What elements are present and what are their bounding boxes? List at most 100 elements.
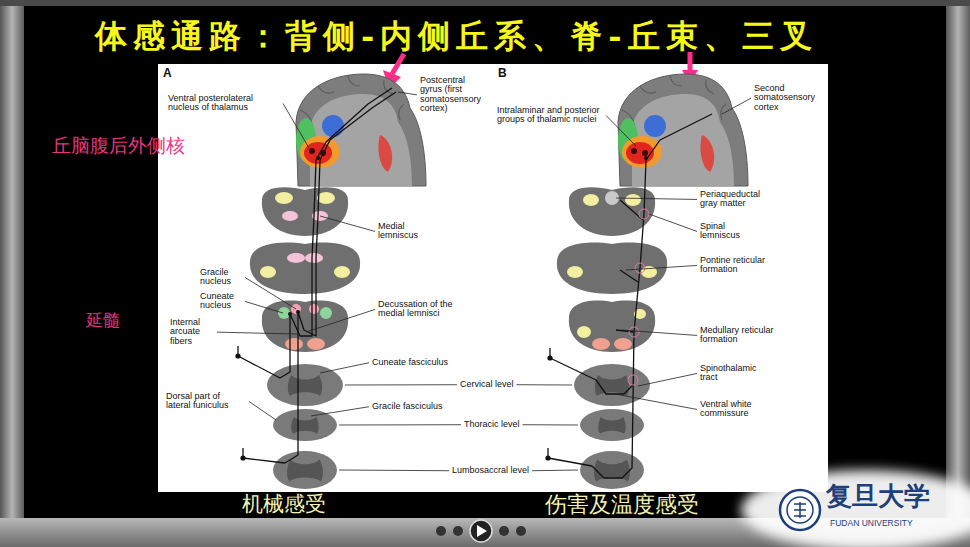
ganglion-cell	[547, 355, 552, 360]
collateral-fiber	[616, 200, 643, 332]
panel-caption: 伤害及温度感受	[545, 494, 699, 516]
structure-label: Postcentral gyrus (first somatosensory c…	[420, 76, 484, 114]
structure-label: Gracile fasciculus	[372, 402, 443, 411]
gray-matter	[287, 460, 323, 482]
leader-line	[217, 332, 297, 334]
pathway-fiber	[238, 88, 392, 378]
structure-label: Medial lemniscus	[378, 222, 430, 241]
tract-outline	[639, 209, 649, 219]
structure-label: Decussation of the medial lemnisci	[378, 300, 478, 319]
leader-line	[245, 277, 296, 309]
spinal-cord-section	[273, 451, 337, 489]
medial-lemniscus	[287, 253, 305, 263]
level-label: Thoracic level	[464, 420, 520, 429]
leader-line	[311, 407, 369, 416]
cuneate-nucleus	[278, 307, 290, 319]
leader-line	[616, 198, 697, 199]
leader-line	[345, 384, 457, 385]
leader-line	[626, 265, 697, 270]
leader-line	[622, 330, 697, 335]
leader-line	[638, 373, 697, 386]
player-button	[499, 526, 509, 536]
pons-section	[250, 243, 360, 294]
panel-letter: B	[498, 67, 507, 80]
leader-line	[615, 394, 697, 409]
university-name: FUDAN UNIVERSITY	[830, 519, 913, 528]
leader-line	[532, 470, 578, 472]
leader-line	[517, 384, 572, 385]
structure-label: Intralaminar and posterior groups of tha…	[497, 106, 603, 125]
structure-label: Periaqueductal gray matter	[700, 190, 780, 209]
panel-caption: 机械感受	[242, 494, 326, 515]
structure-label: Internal arcuate fibers	[170, 318, 214, 346]
nucleus	[275, 192, 293, 204]
pointer-arrow	[688, 52, 693, 73]
leader-line	[320, 216, 375, 231]
panel-letter: A	[163, 67, 172, 80]
midbrain-section	[262, 187, 348, 236]
university-emblem	[787, 497, 813, 523]
medial-lemniscus	[282, 211, 298, 221]
slide-title: 体感通路：背侧-内侧丘系、脊-丘束、三叉	[95, 20, 818, 54]
pathway-fiber	[548, 114, 712, 478]
nucleus	[577, 326, 591, 338]
leader-line	[398, 92, 417, 95]
tract-outline	[628, 375, 638, 385]
chinese-annotation: 丘脑腹后外侧核	[52, 136, 185, 156]
brain-section	[618, 74, 748, 186]
university-name: 复旦大学	[826, 482, 930, 511]
medulla-section	[569, 301, 655, 352]
relay-cell	[296, 310, 300, 314]
pointer-arrow	[392, 54, 404, 74]
root-fiber	[548, 348, 550, 458]
level-label: Cervical level	[460, 380, 514, 389]
relay-cell	[288, 312, 292, 316]
tract-outline	[635, 263, 645, 273]
structure-label: Cuneate fasciculus	[372, 358, 448, 367]
pathway-fiber	[550, 358, 634, 394]
ganglion-cell	[235, 353, 240, 358]
root-fiber	[238, 346, 243, 458]
nucleus	[583, 194, 599, 206]
leader-line	[283, 103, 309, 148]
frame-bar	[946, 0, 970, 547]
ganglion-cell	[545, 455, 550, 460]
structure-label: Spinothalamic tract	[700, 364, 770, 383]
structure-label: Gracile nucleus	[200, 268, 242, 287]
medulla-section	[262, 301, 348, 352]
structure-label: Cuneate nucleus	[200, 292, 242, 311]
logo-glow	[741, 470, 970, 547]
structure-label: Pontine reticular formation	[700, 256, 790, 275]
nucleus	[260, 266, 276, 278]
leader-line	[249, 401, 276, 420]
nucleus	[334, 266, 350, 278]
frame-bar	[0, 0, 24, 547]
structure-label: Ventral white commissure	[700, 400, 770, 419]
leader-line	[306, 309, 375, 332]
leader-line	[320, 363, 369, 373]
gracile-nucleus	[309, 304, 319, 314]
gray-matter	[598, 417, 625, 434]
relay-cell	[644, 156, 648, 160]
level-label: Lumbosaccral level	[452, 466, 529, 475]
cuneate-nucleus	[320, 307, 332, 319]
nucleus	[625, 194, 641, 206]
midbrain-section	[569, 187, 655, 236]
leader-line	[245, 301, 283, 313]
spinal-cord-section	[273, 409, 337, 441]
nucleus	[567, 266, 583, 278]
pyramid	[307, 338, 325, 350]
leader-line	[649, 214, 697, 231]
medial-lemniscus	[305, 253, 323, 263]
structure-label: Ventral posterolateral nucleus of thalam…	[168, 94, 280, 113]
spinal-cord-section	[574, 364, 650, 406]
player-button	[436, 526, 446, 536]
chinese-annotation: 延髓	[86, 312, 120, 330]
gray-matter	[291, 417, 318, 434]
nucleus	[317, 192, 335, 204]
